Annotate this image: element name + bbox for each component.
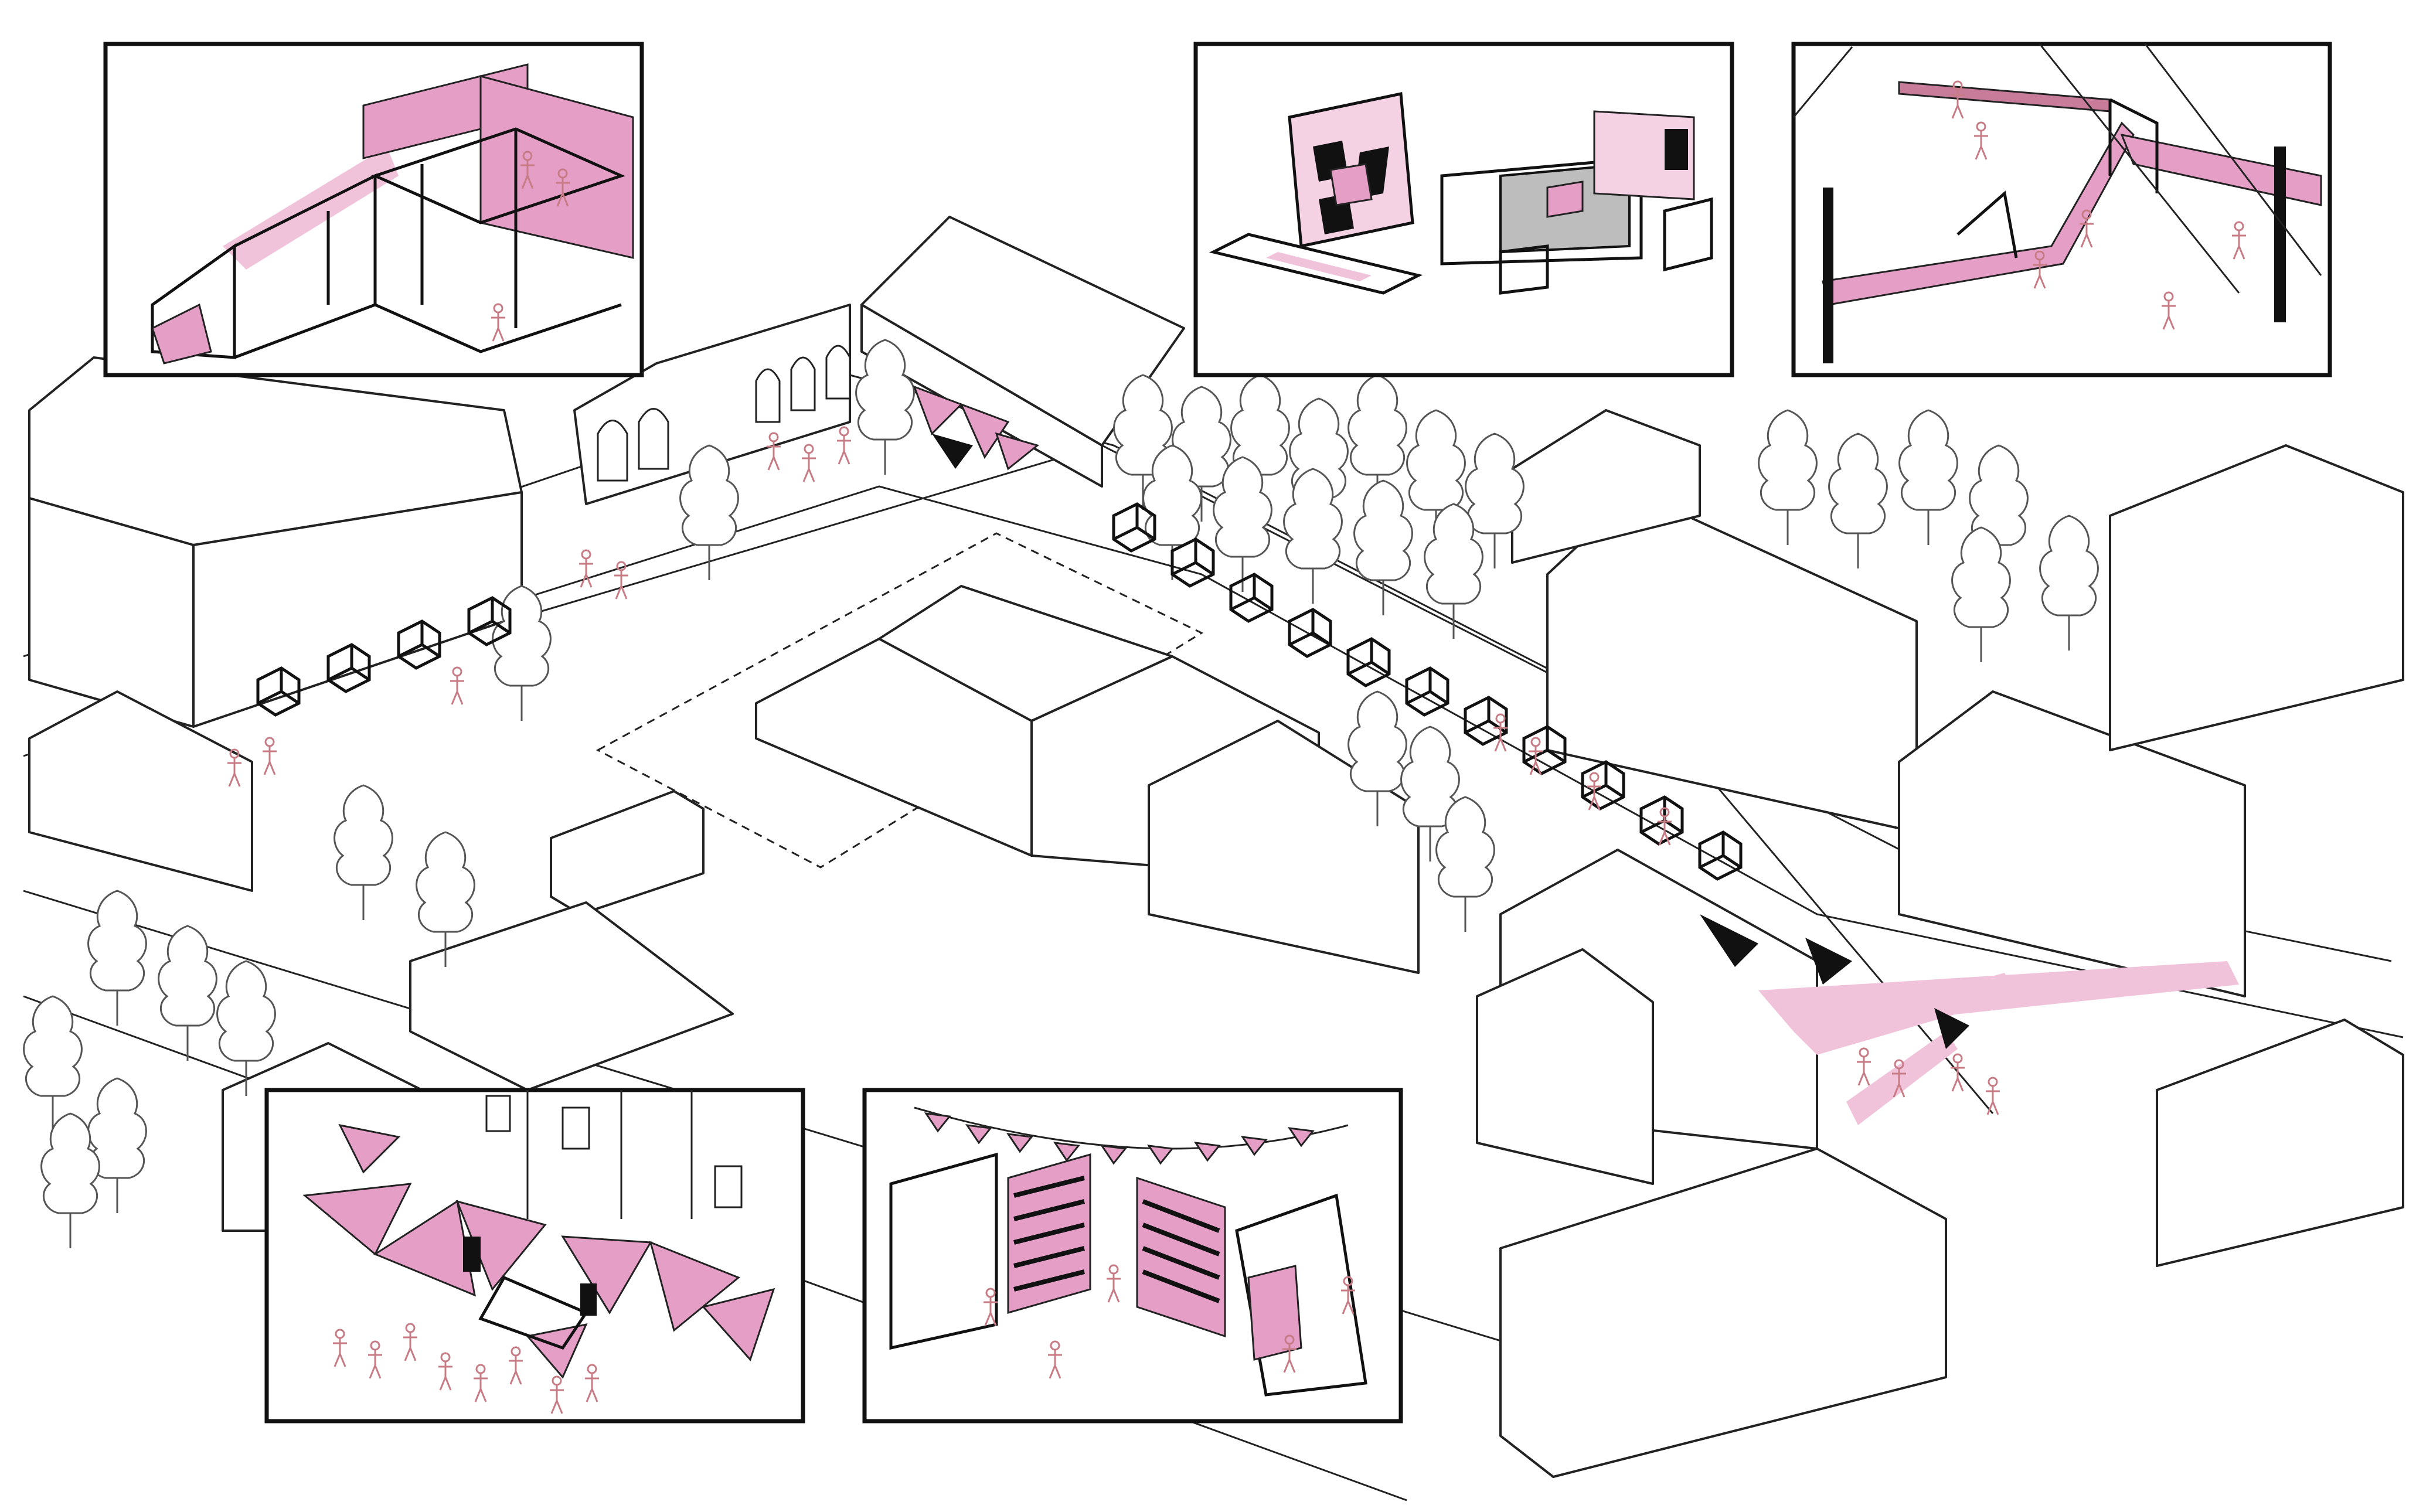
pink-ribbon-gateway <box>1700 914 2239 1125</box>
inset-market-stalls <box>862 1088 1403 1424</box>
inset-pallet-furniture <box>1193 42 1734 377</box>
inset-triangle-canopy <box>264 1088 805 1424</box>
inset-ribbon-gateway <box>1791 42 2332 377</box>
pink-triangle-cluster <box>913 385 1040 471</box>
inset-scaffold-stage <box>103 42 644 377</box>
